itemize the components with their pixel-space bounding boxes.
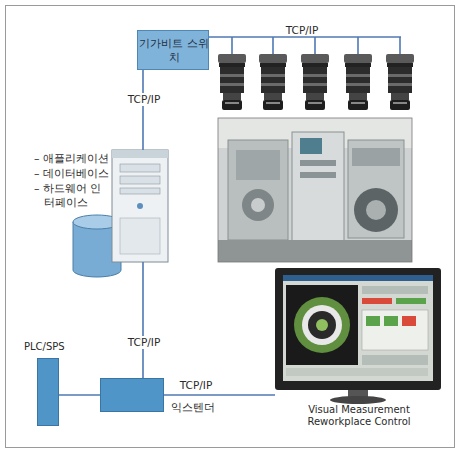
node-text: – 애플리케이션 xyxy=(34,152,124,166)
bus-label: TCP/IP xyxy=(282,24,322,37)
network-link xyxy=(142,262,144,378)
network-link xyxy=(59,394,100,396)
server-node: – 애플리케이션– 데이터베이스– 하드웨어 인터페이스 xyxy=(112,150,168,262)
node-text: – 하드웨어 인터페이스 xyxy=(34,182,102,210)
switch-box: 기가비트 스위치 xyxy=(137,30,209,70)
node-text: 익스텐더 xyxy=(171,401,231,414)
node-text: Visual Measurement Reworkplace Control xyxy=(303,404,415,427)
camera-bus xyxy=(209,37,401,54)
link-label: TCP/IP xyxy=(124,336,164,349)
monitor xyxy=(275,268,441,404)
plc-box: PLC/SPS xyxy=(37,358,59,426)
link-label: TCP/IP xyxy=(124,93,164,106)
machine-photo xyxy=(218,118,412,262)
node-text: – 데이터베이스 xyxy=(34,167,124,181)
monitor-node: Visual Measurement Reworkplace Control xyxy=(275,268,441,402)
network-link xyxy=(142,70,144,150)
extender-box: 익스텐더 xyxy=(100,378,164,412)
network-link xyxy=(164,394,275,396)
node-text: PLC/SPS xyxy=(24,341,84,354)
camera-row xyxy=(218,54,414,110)
link-label: TCP/IP xyxy=(176,379,216,392)
server-tower xyxy=(112,150,168,262)
node-text: 기가비트 스위치 xyxy=(138,31,210,71)
frame xyxy=(6,6,455,448)
